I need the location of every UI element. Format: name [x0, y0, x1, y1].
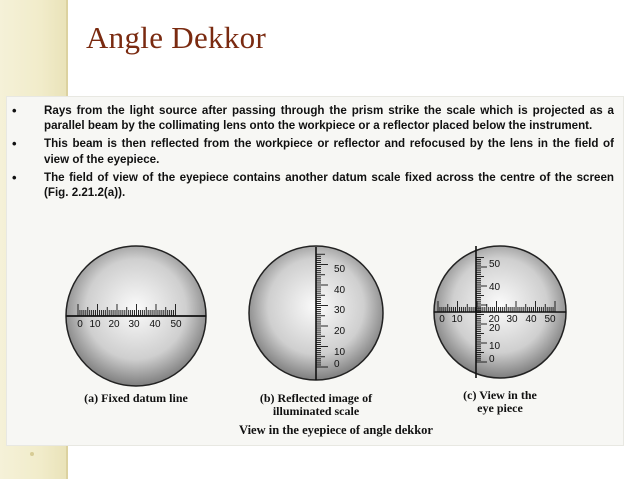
- bullet-item: • Rays from the light source after passi…: [10, 103, 614, 133]
- circle-b-reflected-image: 50 40 30 20 10 0: [248, 245, 384, 381]
- tick-label: 40: [149, 319, 161, 330]
- tick-label: 10: [489, 341, 501, 352]
- scale-labels: 0 10 20 30 40 50: [77, 319, 182, 330]
- bullet-list: • Rays from the light source after passi…: [10, 103, 614, 203]
- tick-label: 10: [89, 319, 101, 330]
- tick-label: 40: [489, 282, 501, 293]
- tick-label: 10: [451, 314, 463, 325]
- bullet-dot: •: [12, 169, 17, 185]
- tick-label: 30: [506, 314, 518, 325]
- figure-main-caption: View in the eyepiece of angle dekkor: [239, 423, 433, 437]
- bullet-text: This beam is then reflected from the wor…: [44, 137, 614, 166]
- tick-label: 40: [525, 314, 537, 325]
- tick-label: 50: [334, 264, 346, 275]
- bullet-dot: •: [12, 103, 17, 118]
- tick-label: 50: [489, 259, 501, 270]
- tick-label: 30: [128, 319, 140, 330]
- tick-label: 50: [544, 314, 556, 325]
- vertical-labels: 50 40 20 10 0: [489, 259, 501, 365]
- scale-ticks: [77, 304, 176, 316]
- caption-b-line2: illuminated scale: [272, 404, 360, 418]
- tick-label: 10: [334, 347, 346, 358]
- caption-b-line1: (b) Reflected image of: [259, 391, 373, 405]
- circle-a-fixed-datum: 0 10 20 30 40 50: [65, 245, 207, 387]
- bullet-text: Rays from the light source after passing…: [44, 104, 614, 133]
- scale-ticks: [316, 253, 328, 368]
- tick-label: 20: [108, 319, 120, 330]
- tick-label: 50: [170, 319, 182, 330]
- tick-label: 40: [334, 285, 346, 296]
- slide-title: Angle Dekkor: [86, 20, 267, 55]
- tick-label: 0: [334, 359, 340, 370]
- caption-c-line1: (c) View in the: [463, 388, 537, 402]
- caption-a: (a) Fixed datum line: [84, 391, 188, 405]
- band-dot: [30, 452, 34, 456]
- caption-c-line2: eye piece: [477, 401, 523, 415]
- tick-label: 0: [77, 319, 83, 330]
- tick-label: 30: [334, 305, 346, 316]
- tick-label: 0: [489, 354, 495, 365]
- scale-ticks: [437, 257, 556, 363]
- tick-label: 20: [488, 314, 500, 325]
- horizontal-labels: 0 10 30 40 50 20: [439, 314, 556, 325]
- tick-label: 20: [489, 323, 501, 334]
- tick-label: 0: [439, 314, 445, 325]
- bullet-item: • The field of view of the eyepiece cont…: [10, 170, 614, 200]
- scale-labels: 50 40 30 20 10 0: [334, 264, 346, 370]
- bullet-text: The field of view of the eyepiece contai…: [44, 170, 614, 200]
- bullet-dot: •: [12, 136, 17, 152]
- circle-c-eyepiece-view: 50 40 20 10 0 0 10 30 40 50 20: [433, 245, 567, 379]
- tick-label: 20: [334, 326, 346, 337]
- bullet-item: • This beam is then reflected from the w…: [10, 136, 614, 166]
